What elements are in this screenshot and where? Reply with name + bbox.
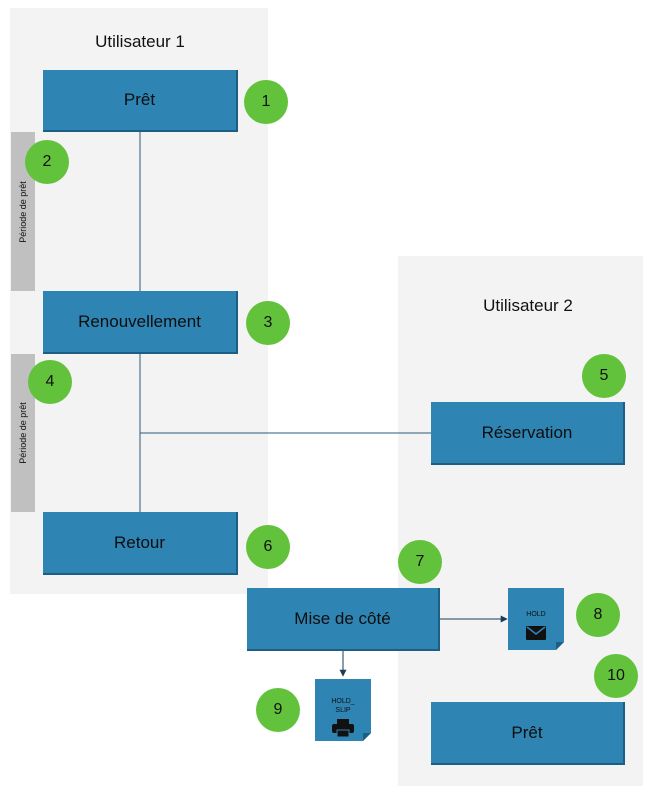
reservation-box: Réservation <box>431 402 625 465</box>
envelope-icon <box>526 626 546 640</box>
step-badge-7: 7 <box>398 540 442 584</box>
hold-label: HOLD <box>526 611 546 618</box>
step-badge-1: 1 <box>244 80 288 124</box>
loan-period-label-2: Période de prêt <box>18 402 28 464</box>
retour-box: Retour <box>43 512 238 575</box>
pret-box-user2: Prêt <box>431 702 625 765</box>
step-badge-5: 5 <box>582 354 626 398</box>
step-badge-9: 9 <box>256 688 300 732</box>
loan-period-label-1: Période de prêt <box>18 180 28 243</box>
lane-title-user1: Utilisateur 1 <box>95 32 185 51</box>
pret-box-user1: Prêt <box>43 70 238 132</box>
step-badge-10: 10 <box>594 654 638 698</box>
hold-notice-document: HOLD <box>508 588 564 650</box>
hold-slip-document: HOLD_ SLIP <box>315 679 371 741</box>
step-badge-2: 2 <box>25 140 69 184</box>
hold-slip-document-shape <box>315 679 371 741</box>
step-badge-4: 4 <box>28 360 72 404</box>
step-badge-8: 8 <box>576 593 620 637</box>
hold-slip-label: HOLD_ SLIP <box>315 697 371 715</box>
step-badge-6: 6 <box>246 525 290 569</box>
hold-document-shape <box>508 588 564 650</box>
lane-title-user2: Utilisateur 2 <box>483 296 573 315</box>
hold-slip-label-text: HOLD_ SLIP <box>331 698 355 714</box>
renouvellement-box: Renouvellement <box>43 291 238 354</box>
step-badge-3: 3 <box>246 301 290 345</box>
printer-icon <box>332 719 354 737</box>
mise-de-cote-box: Mise de côté <box>247 588 440 651</box>
lane-user2 <box>398 256 643 786</box>
